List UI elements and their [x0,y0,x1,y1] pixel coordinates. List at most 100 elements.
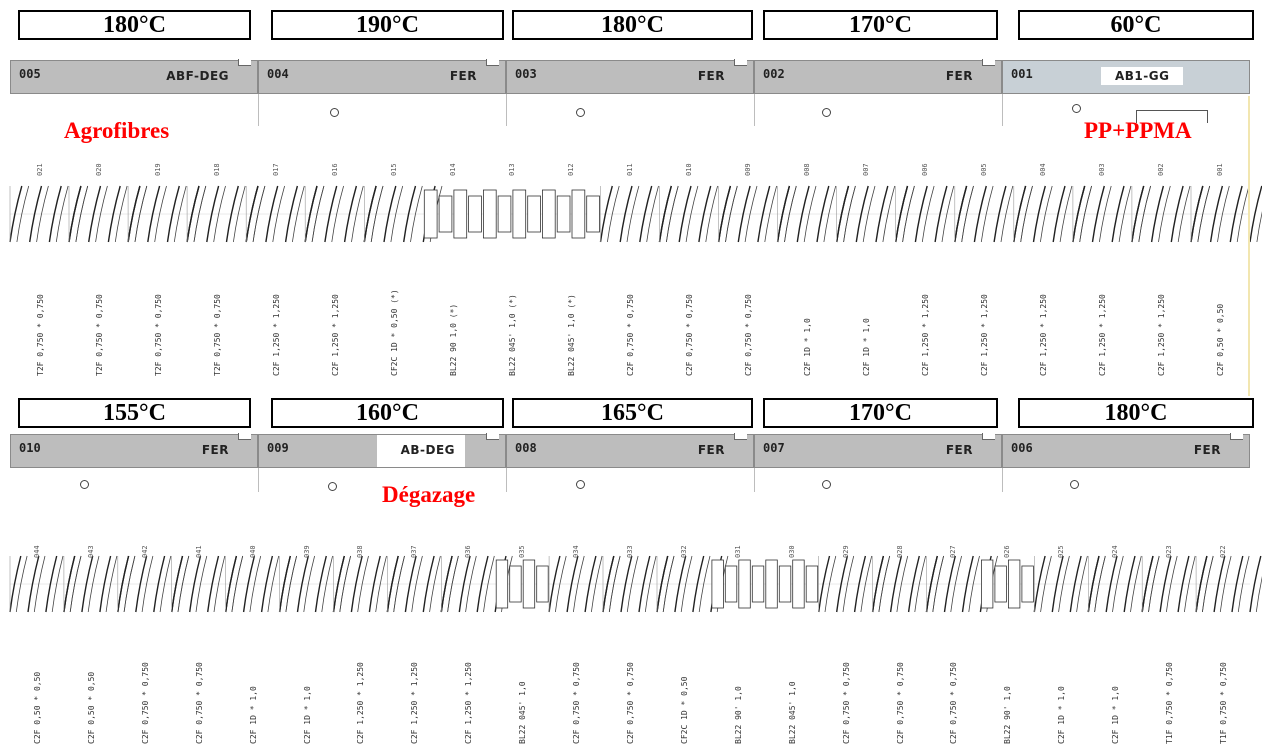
temperature-zone-5: 60°C [1018,10,1254,40]
element-number: 034 [572,545,581,558]
barrel-type: AB1-GG [1101,67,1184,85]
barrel-id: 009 [267,441,289,455]
feed-hopper-bracket [1136,110,1208,123]
barrel-004: 004 FER [258,59,506,94]
barrel-tab-icon [486,433,499,440]
element-label: C2F 1,250 * 1,250 [921,294,931,376]
element-number: 003 [1098,163,1107,176]
element-number: 036 [464,545,473,558]
element-label: T2F 0,750 * 0,750 [153,294,163,376]
barrel-divider [506,94,507,126]
barrel-010: 010 FER [10,433,258,468]
temperature-zone-4: 170°C [763,10,998,40]
barrel-type: FER [945,69,973,83]
barrel-type: FER [1193,443,1221,457]
element-label: C2F 0,750 * 0,750 [626,662,635,744]
element-number: 014 [448,163,457,176]
barrel-005: 005 ABF-DEG [10,59,258,94]
temperature-zone-1: 155°C [18,398,251,428]
element-label: BL22 90 1,0 (*) [448,303,458,376]
element-label: C2F 1,250 * 1,250 [464,662,474,744]
element-number: 020 [94,163,103,176]
screw-element-013 [482,189,541,239]
element-label: C2F 1,250 * 1,250 [330,294,340,376]
element-number: 011 [626,163,634,176]
port-icon [330,108,339,117]
element-label: C2F 0,750 * 0,750 [572,662,582,744]
element-label: C2F 1,250 * 1,250 [1157,294,1167,376]
element-number: 041 [194,545,203,558]
barrel-007: 007 FER [754,433,1002,468]
barrel-type: ABF-DEG [166,69,229,83]
barrel-tab-icon [982,59,995,66]
element-label: T1F 0,750 * 0,750 [1219,662,1229,744]
barrel-tab-icon [238,59,251,66]
element-number: 019 [153,163,162,176]
element-label: C2F 1,250 * 1,250 [1039,294,1049,376]
barrel-divider [1002,94,1003,126]
barrel-tab-icon [734,433,747,440]
element-number: 021 [35,163,44,176]
label-degazage: Dégazage [382,482,476,507]
element-label: C2F 0,750 * 0,750 [626,294,635,376]
element-label: C2F 1,250 * 1,250 [271,294,281,376]
element-label: C2F 1D * 1,0 [803,318,813,376]
element-number: 027 [949,545,958,558]
barrel-id: 004 [267,67,289,81]
temperature-zone-2: 160°C [271,398,504,428]
barrel-id: 003 [515,67,537,81]
element-label: C2F 1,250 * 1,250 [356,662,366,744]
screw-element-012 [542,189,600,239]
element-number: 040 [248,545,257,558]
barrel-type: FER [697,69,725,83]
temperature-zone-1: 180°C [18,10,251,40]
port-icon [822,108,831,117]
element-number: 015 [389,163,398,176]
element-number: 039 [302,545,311,558]
element-label: CF2C 1D * 0,50 (*) [389,289,399,376]
element-label: C2F 0,750 * 0,750 [685,294,695,376]
element-label: C2F 0,50 * 0,50 [86,671,96,744]
element-number: 035 [518,545,527,558]
element-number: 030 [787,545,796,558]
element-label: T2F 0,750 * 0,750 [35,294,45,376]
element-label: C2F 1D * 1,0 [862,318,872,376]
barrel-tab-icon [238,433,251,440]
element-number: 029 [841,545,850,558]
element-label: C2F 1,250 * 1,250 [1098,294,1108,376]
element-number: 043 [86,545,95,558]
barrel-003: 003 FER [506,59,754,94]
element-label: C2F 0,750 * 0,750 [744,294,754,376]
element-label: C2F 1,250 * 1,250 [980,294,990,376]
screw-element-030 [765,559,819,609]
element-number: 016 [330,163,339,176]
barrel-tab-icon [486,59,499,66]
barrel-divider [506,468,507,492]
element-number: 033 [626,545,634,558]
screw-element-031 [711,559,765,609]
barrel-id: 007 [763,441,785,455]
element-number: 007 [862,163,871,176]
screw-element-009 [717,185,797,243]
temperature-zone-2: 190°C [271,10,504,40]
element-label: C2F 0,50 * 0,50 [32,671,42,744]
screw-element-014 [423,189,482,239]
element-number: 038 [356,545,365,558]
element-number: 018 [212,163,221,176]
barrel-divider [754,468,755,492]
barrel-fill [465,435,505,467]
element-number: 008 [803,163,812,176]
element-label: C2F 0,750 * 0,750 [194,662,204,744]
element-number: 004 [1039,163,1048,176]
element-number: 026 [1003,545,1012,558]
element-label: C2F 0,750 * 0,750 [841,662,851,744]
barrel-id: 006 [1011,441,1033,455]
element-label: C2F 0,750 * 0,750 [140,662,150,744]
label-agrofibres: Agrofibres [64,118,170,143]
label-pp-ppma: PP+PPMA [1084,118,1192,143]
barrel-type: FER [449,69,477,83]
port-icon [822,480,831,489]
element-label: BL22 90' 1,0 [1003,686,1013,744]
screw-element-032 [656,555,729,613]
element-number: 022 [1219,545,1228,558]
